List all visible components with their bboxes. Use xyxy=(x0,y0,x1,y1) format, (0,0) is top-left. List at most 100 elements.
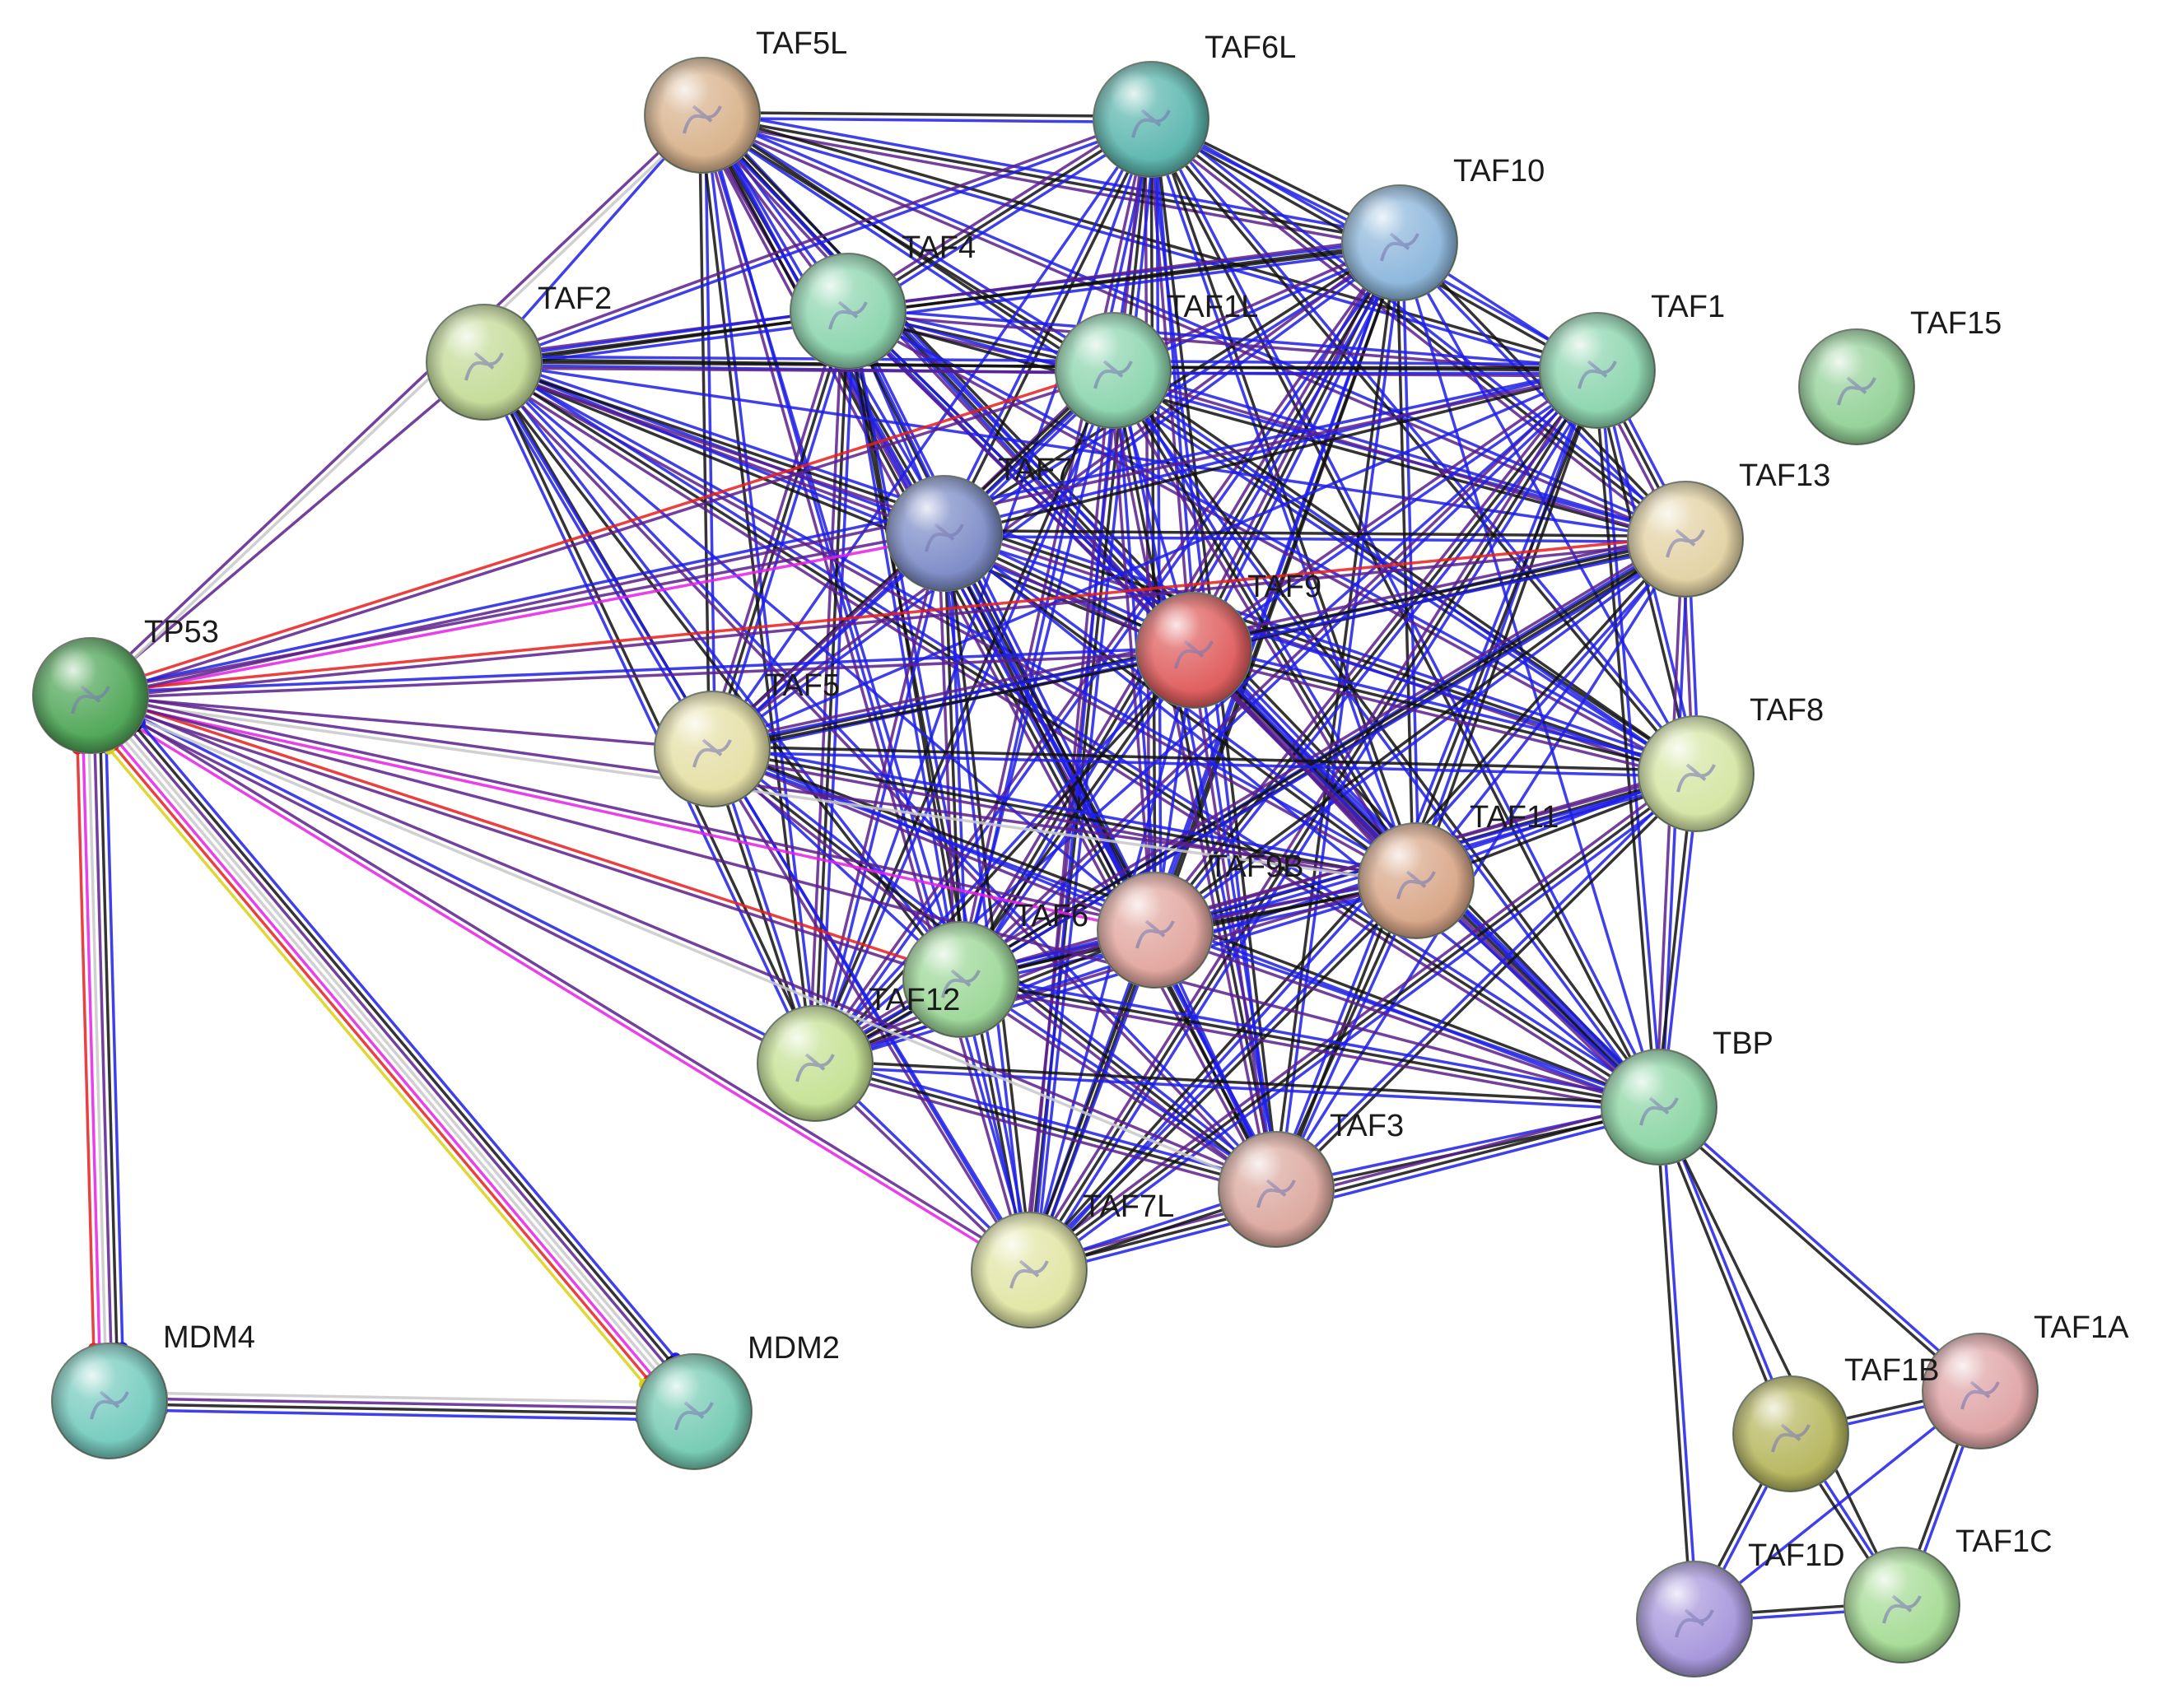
edge-taf11-taf3-black xyxy=(1293,927,1393,1141)
edge-taf1c-taf1d-blue xyxy=(1746,1610,1850,1620)
node-taf6l[interactable]: TAF6L xyxy=(1093,30,1296,178)
edge-taf7-taf12-purple xyxy=(823,583,931,1012)
edge-taf5-taf7l-blue xyxy=(740,791,1006,1225)
edge-taf5l-taf2-blue xyxy=(518,153,669,324)
edge-tp53-taf7l-magenta xyxy=(133,724,984,1247)
edge-mdm4-mdm2-black xyxy=(161,1403,641,1416)
node-mdm4[interactable]: MDM4 xyxy=(51,1320,255,1459)
edge-taf4-taf12-purple xyxy=(810,363,841,1011)
edge-taf1l-taf13-purple xyxy=(1162,386,1635,528)
edge-tp53-mdm2-black xyxy=(134,725,673,1363)
edge-tp53-mdm2-magenta xyxy=(116,740,655,1378)
edge-taf1l-taf13-blue xyxy=(1163,381,1637,524)
edge-tp53-mdm2-blue xyxy=(138,722,677,1360)
edge-taf1b-taf1d-black xyxy=(1714,1478,1765,1572)
node-label: TAF15 xyxy=(1910,306,2002,341)
node-taf15[interactable]: TAF15 xyxy=(1798,306,2002,445)
node-taf4[interactable]: TAF4 xyxy=(790,230,976,370)
edge-taf12-tbp-blue xyxy=(867,1068,1606,1109)
node-label: TAF9 xyxy=(1247,570,1321,604)
edge-taf1-taf6-purple xyxy=(995,403,1559,942)
edge-taf10-taf9-blue xyxy=(1221,291,1382,607)
node-tbp[interactable]: TBP xyxy=(1601,1026,1773,1166)
edge-tp53-taf1l-red xyxy=(139,382,1063,678)
edge-taf5l-taf13-purple xyxy=(748,137,1637,523)
edge-taf13-taf11-blue xyxy=(1447,579,1654,840)
edge-taf6l-taf4-purple xyxy=(888,141,1105,280)
edge-taf10-taf1l-purple xyxy=(1159,260,1351,348)
edge-taf10-taf1l-blue xyxy=(1162,265,1354,353)
edge-mdm4-mdm2-blue xyxy=(161,1408,641,1422)
node-label: TP53 xyxy=(144,615,219,649)
node-taf13[interactable]: TAF13 xyxy=(1627,458,1830,598)
edge-taf1l-taf7l-blue xyxy=(1035,422,1113,1218)
edge-tp53-taf12-blue xyxy=(137,715,771,1039)
edge-taf1-taf7-black xyxy=(995,384,1548,525)
edge-taf4-taf12-blue xyxy=(822,364,853,1012)
edge-taf1l-taf3-purple xyxy=(1116,422,1262,1139)
node-label: MDM2 xyxy=(748,1331,840,1366)
edge-taf4-taf1-blue xyxy=(900,310,1545,365)
edge-taf12-taf3-purple xyxy=(864,1081,1224,1183)
edge-taf1-tbp-black xyxy=(1597,422,1653,1055)
node-label: TAF1L xyxy=(1167,290,1258,324)
edge-taf8-tbp-black xyxy=(1660,826,1690,1055)
edge-taf6l-taf7-black xyxy=(969,167,1132,489)
node-taf8[interactable]: TAF8 xyxy=(1638,693,1824,832)
edge-taf1-taf9-blue xyxy=(1237,401,1557,624)
node-taf1[interactable]: TAF1 xyxy=(1539,290,1725,429)
edge-taf2-taf9-black xyxy=(531,383,1145,635)
edge-tp53-taf2-purple xyxy=(129,395,445,663)
edge-taf1a-taf1b-blue xyxy=(1842,1403,1930,1427)
edge-taf1l-tbp-black xyxy=(1145,410,1632,1064)
node-mdm2[interactable]: MDM2 xyxy=(636,1331,840,1470)
edge-taf10-taf2-blue xyxy=(537,254,1349,363)
edge-tp53-taf9b-magenta xyxy=(141,708,1104,924)
edge-taf1l-taf3-black xyxy=(1121,421,1268,1138)
edge-taf6l-tbp-black xyxy=(1171,166,1634,1063)
edge-taf8-taf3-blue xyxy=(1310,807,1658,1152)
edge-taf6l-taf11-blue xyxy=(1164,170,1398,833)
edge-taf6-tbp-purple xyxy=(1011,993,1607,1105)
edge-taf6l-taf4-black xyxy=(892,146,1107,285)
edge-taf12-taf3-blue xyxy=(867,1070,1228,1172)
edge-taf6-tbp-blue xyxy=(1013,981,1609,1094)
edge-taf9b-taf3-blue xyxy=(1176,977,1256,1143)
edge-taf7-taf9-black xyxy=(991,554,1147,630)
edge-tbp-taf1b-blue xyxy=(1680,1154,1775,1385)
node-taf10[interactable]: TAF10 xyxy=(1341,154,1545,301)
edge-tp53-taf12-purple xyxy=(135,720,768,1044)
edge-taf11-tbp-blue xyxy=(1453,915,1622,1073)
edge-taf4-taf12-black xyxy=(816,363,847,1012)
edge-taf1a-taf1b-black xyxy=(1841,1398,1929,1422)
edge-tp53-tbp-purple xyxy=(141,707,1609,1096)
edge-taf1-taf3-blue xyxy=(1291,417,1578,1140)
edge-taf2-taf6-blue xyxy=(517,401,933,938)
edge-taf9-taf5-blue xyxy=(762,656,1142,738)
edge-tp53-taf1-blue xyxy=(141,377,1546,683)
edge-taf9-taf6-black xyxy=(987,691,1163,936)
node-taf1a[interactable]: TAF1A xyxy=(1922,1310,2129,1450)
edge-taf8-taf7l-blue xyxy=(1074,808,1658,1245)
edge-tp53-mdm4-black xyxy=(99,747,119,1348)
edge-taf7-taf3-black xyxy=(964,580,1251,1145)
edge-taf10-taf12-blue xyxy=(846,286,1373,1023)
edge-taf9-taf8-blue xyxy=(1246,655,1647,757)
edge-tbp-taf1d-black xyxy=(1658,1159,1690,1567)
node-taf1c[interactable]: TAF1C xyxy=(1843,1524,2053,1664)
edge-tp53-mdm4-purple xyxy=(93,747,113,1348)
node-label: TBP xyxy=(1713,1026,1773,1061)
edge-taf13-taf3-blue xyxy=(1303,583,1659,1146)
edge-tp53-taf9b-purple xyxy=(142,702,1105,918)
edge-taf12-taf7l-blue xyxy=(854,1096,995,1233)
node-label: TAF7 xyxy=(998,453,1072,487)
edge-tp53-taf13-red xyxy=(142,540,1634,690)
edge-taf2-taf5-blue xyxy=(506,408,684,706)
edge-tp53-mdm2-purple xyxy=(129,729,669,1367)
node-label: TAF6L xyxy=(1205,30,1296,65)
edge-tbp-taf1a-black xyxy=(1695,1143,1940,1360)
node-label: TAF12 xyxy=(869,983,960,1017)
edge-taf1l-taf12-blue xyxy=(837,419,1097,1017)
node-label: TAF5L xyxy=(756,26,847,61)
edge-taf10-taf5-blue xyxy=(755,275,1360,722)
